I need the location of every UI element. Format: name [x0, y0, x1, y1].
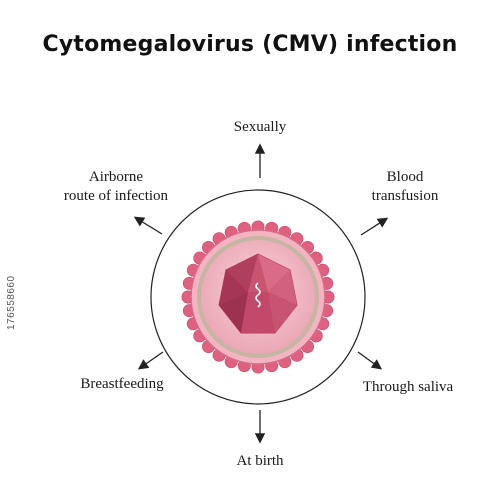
label-airborne: Airborne route of infection: [46, 168, 186, 206]
arrow-blood: [360, 217, 389, 236]
dna-strand: [255, 282, 261, 308]
arrow-breastfeeding: [137, 351, 164, 370]
label-blood-line2: transfusion: [371, 188, 439, 204]
icosahedron-capsid: [218, 253, 298, 334]
diagram-title: Cytomegalovirus (CMV) infection: [42, 32, 458, 57]
stock-id-watermark: 176558660: [6, 275, 17, 330]
arrow-saliva: [357, 351, 383, 370]
label-saliva: Through saliva: [362, 379, 454, 395]
label-breastfeeding: Breastfeeding: [80, 376, 164, 392]
outer-circle: [150, 189, 366, 405]
label-blood-line1: Blood: [386, 169, 424, 185]
label-sexually: Sexually: [233, 119, 287, 135]
arrow-airborne: [133, 216, 163, 235]
label-airborne-line2: route of infection: [63, 188, 169, 204]
label-blood-transfusion: Blood transfusion: [345, 168, 465, 206]
label-airborne-line1: Airborne: [88, 169, 144, 185]
label-at-birth: At birth: [236, 453, 284, 469]
